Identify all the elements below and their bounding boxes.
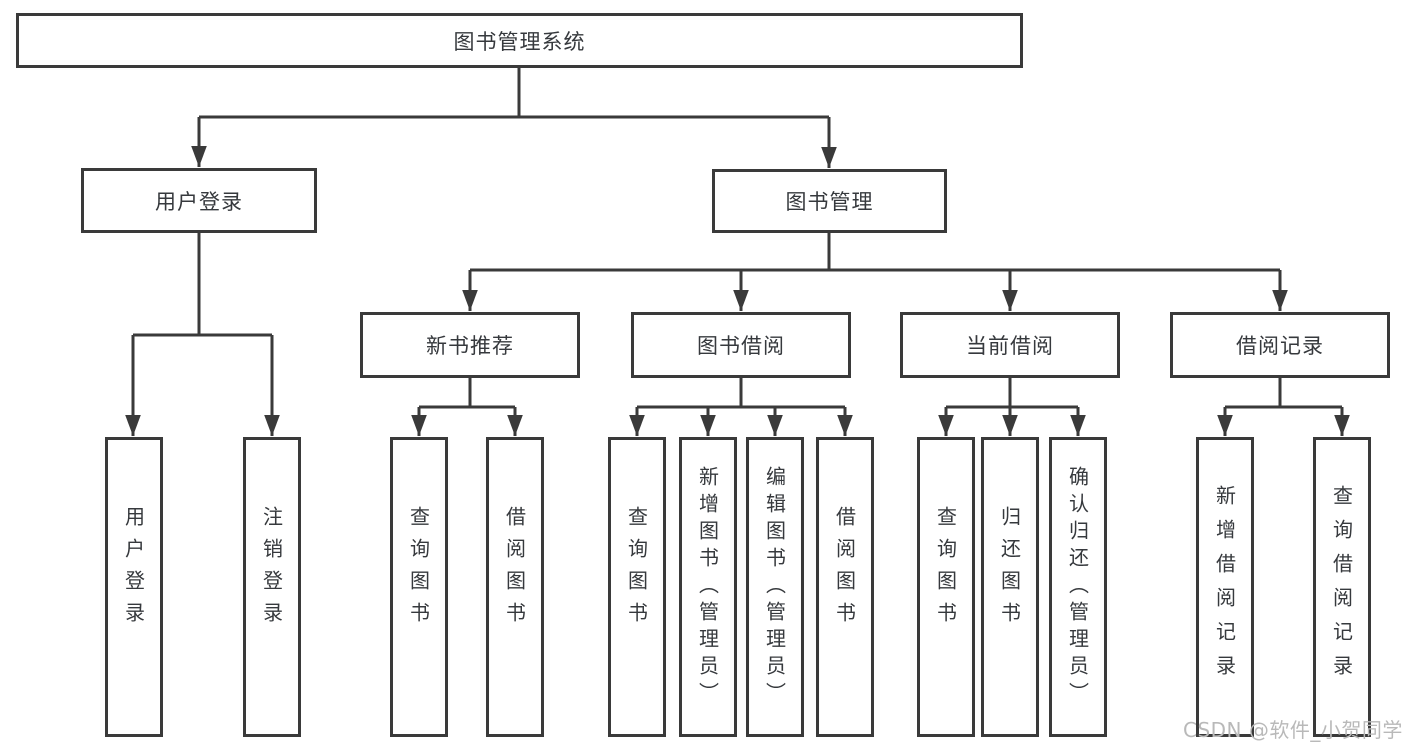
node-book-management-label: 图书管理 — [785, 190, 874, 214]
node-current-borrowing-label: 当前借阅 — [966, 334, 1054, 358]
leaf-search-books-3: 查询图书 — [917, 437, 975, 737]
leaf-borrow-books-2-label: 借阅图书 — [832, 506, 857, 634]
node-book-management: 图书管理 — [712, 169, 947, 233]
node-book-borrowing-label: 图书借阅 — [697, 334, 785, 358]
node-current-borrowing: 当前借阅 — [900, 312, 1120, 378]
leaf-return-books-label: 归还图书 — [997, 506, 1022, 634]
node-book-borrowing: 图书借阅 — [631, 312, 851, 378]
leaf-logout: 注销登录 — [243, 437, 301, 737]
node-user-login: 用户登录 — [81, 168, 317, 233]
node-borrowing-records: 借阅记录 — [1170, 312, 1390, 378]
node-borrowing-records-label: 借阅记录 — [1236, 334, 1324, 358]
leaf-edit-books-admin-label: 编辑图书（管理员） — [762, 465, 787, 709]
leaf-add-borrow-record: 新增借阅记录 — [1196, 437, 1254, 737]
leaf-return-books: 归还图书 — [981, 437, 1039, 737]
leaf-search-books-3-label: 查询图书 — [933, 506, 958, 634]
leaf-confirm-return-admin: 确认归还（管理员） — [1049, 437, 1107, 737]
leaf-search-books-1-label: 查询图书 — [406, 506, 431, 634]
node-user-login-label: 用户登录 — [155, 189, 243, 214]
leaf-user-login: 用户登录 — [105, 437, 163, 737]
node-new-book-recommend-label: 新书推荐 — [426, 334, 514, 358]
leaf-add-books-admin-label: 新增图书（管理员） — [695, 465, 720, 709]
node-library-system: 图书管理系统 — [16, 13, 1023, 68]
leaf-add-books-admin: 新增图书（管理员） — [679, 437, 737, 737]
leaf-edit-books-admin: 编辑图书（管理员） — [746, 437, 804, 737]
leaf-logout-label: 注销登录 — [259, 506, 284, 634]
leaf-search-books-2-label: 查询图书 — [624, 506, 649, 634]
node-new-book-recommend: 新书推荐 — [360, 312, 580, 378]
leaf-borrow-books-2: 借阅图书 — [816, 437, 874, 737]
leaf-add-borrow-record-label: 新增借阅记录 — [1212, 485, 1237, 689]
node-library-system-label: 图书管理系统 — [453, 29, 586, 54]
leaf-confirm-return-admin-label: 确认归还（管理员） — [1065, 465, 1090, 709]
leaf-borrow-books-1-label: 借阅图书 — [502, 506, 527, 634]
leaf-user-login-label: 用户登录 — [121, 506, 146, 634]
leaf-search-books-1: 查询图书 — [390, 437, 448, 737]
leaf-borrow-books-1: 借阅图书 — [486, 437, 544, 737]
leaf-search-borrow-record-label: 查询借阅记录 — [1329, 485, 1354, 689]
leaf-search-borrow-record: 查询借阅记录 — [1313, 437, 1371, 737]
watermark-text: CSDN @软件_小贺同学 — [1183, 718, 1403, 742]
leaf-search-books-2: 查询图书 — [608, 437, 666, 737]
